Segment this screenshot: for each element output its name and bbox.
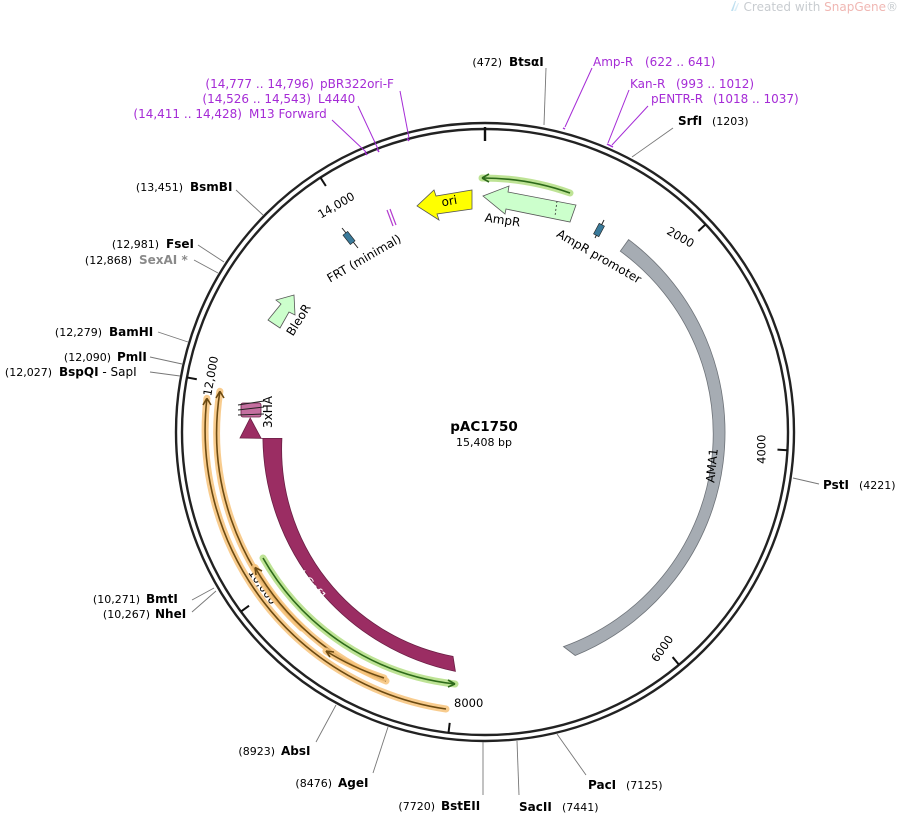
site-name-pmli[interactable]: PmlI: [117, 350, 147, 364]
tick-mark: [671, 656, 680, 666]
primer-name-amp-r[interactable]: Amp-R: [593, 55, 633, 69]
tick-mark: [240, 604, 250, 613]
feature-bleor[interactable]: [267, 294, 296, 329]
primer-range-m13-forward: (14,411 .. 14,428): [133, 107, 242, 121]
site-name-nhei[interactable]: NheI: [155, 607, 186, 621]
site-pos-sexai: (12,868): [85, 254, 132, 267]
tick-label: 8000: [454, 696, 483, 710]
feature-frt-minimal[interactable]: [341, 227, 359, 249]
primer-name-pbr322ori-f[interactable]: pBR322ori-F: [320, 77, 394, 91]
site-name-fsei[interactable]: FseI: [166, 237, 194, 251]
site-pos-psti: (4221): [859, 479, 896, 492]
site-pos-bamhi: (12,279): [55, 326, 102, 339]
feature-marker-pink: [386, 208, 397, 227]
site-pos-fsei: (12,981): [112, 238, 159, 251]
site-name-absi[interactable]: AbsI: [281, 744, 310, 758]
primer-range-pbr322ori-f: (14,777 .. 14,796): [205, 77, 314, 91]
plasmid-length: 15,408 bp: [456, 436, 512, 449]
snapgene-brand: SnapGene: [824, 0, 886, 14]
site-name-bsmbi[interactable]: BsmBI: [190, 180, 232, 194]
primer-range-kan-r: (993 .. 1012): [676, 77, 754, 91]
restriction-sites: (472) BtsαI SrfI (1203) PstI (4221) PacI…: [5, 55, 896, 814]
feature-label-ama1: AMA1: [703, 448, 721, 484]
feature-3xha[interactable]: [237, 400, 265, 418]
primer-range-l4440: (14,526 .. 14,543): [202, 92, 311, 106]
site-pos-btsai: (472): [472, 56, 502, 69]
feature-ampr[interactable]: [482, 185, 577, 223]
primer-name-l4440[interactable]: L4440: [318, 92, 355, 106]
site-name-bamhi[interactable]: BamHI: [109, 325, 153, 339]
primer-marks: [364, 127, 614, 156]
site-pos-bsmbi: (13,451): [136, 181, 183, 194]
leader-lines: [149, 67, 820, 796]
orf-arcs: [201, 173, 574, 713]
tick-label: 4000: [754, 435, 768, 464]
site-name-agei[interactable]: AgeI: [338, 776, 368, 790]
site-pos-pmli: (12,090): [64, 351, 111, 364]
tick-mark: [319, 177, 327, 187]
site-pos-nhei: (10,267): [103, 608, 150, 621]
snapgene-watermark: Created with SnapGene®: [729, 0, 898, 14]
tick-mark: [447, 722, 451, 733]
site-name-bmti[interactable]: BmtI: [146, 592, 178, 606]
primer-range-amp-r: (622 .. 641): [645, 55, 715, 69]
tick-mark: [697, 223, 707, 232]
primer-name-pentr-r[interactable]: pENTR-R: [651, 92, 703, 106]
primer-name-kan-r[interactable]: Kan-R: [630, 77, 665, 91]
site-pos-paci: (7125): [626, 779, 663, 792]
snapgene-logo-icon: [730, 1, 739, 11]
site-name-srfi[interactable]: SrfI: [678, 114, 702, 128]
tick-label: 12,000: [200, 355, 221, 397]
feature-label-ampr: AmpR: [484, 211, 521, 230]
feature-ampr-promoter[interactable]: [593, 219, 605, 239]
site-pos-sacii: (7441): [562, 801, 599, 814]
site-pos-srfi: (1203): [712, 115, 749, 128]
feature-ama1[interactable]: [562, 239, 726, 656]
feature-label-3xha: 3xHA: [261, 395, 275, 428]
site-name-psti[interactable]: PstI: [823, 478, 849, 492]
site-name-sexai[interactable]: SexAI *: [139, 253, 188, 267]
tick-label: 2000: [664, 224, 696, 251]
primer-name-m13-forward[interactable]: M13 Forward: [249, 107, 327, 121]
primer-labels: Amp-R (622 .. 641) Kan-R (993 .. 1012) p…: [133, 55, 798, 121]
feature-label-frt-minimal: FRT (minimal): [324, 232, 403, 286]
site-pos-bspqi: (12,027): [5, 366, 52, 379]
site-pos-bmti: (10,271): [93, 593, 140, 606]
tick-mark: [186, 376, 197, 381]
tick-label: 14,000: [315, 189, 357, 221]
site-pos-absi: (8923): [238, 745, 275, 758]
site-name-btsai[interactable]: BtsαI: [509, 55, 544, 69]
tick-label: 6000: [648, 633, 676, 665]
feature-label-ori: ori: [440, 193, 458, 209]
feature-ori[interactable]: [416, 189, 473, 221]
site-name-bspqi[interactable]: BspQI - SapI: [59, 365, 137, 379]
tick-mark: [777, 448, 788, 452]
feature-lbcpf1[interactable]: [239, 417, 456, 672]
site-pos-bsteii: (7720): [398, 800, 435, 813]
site-name-bsteii[interactable]: BstEII: [441, 799, 480, 813]
site-name-sacii[interactable]: SacII: [519, 800, 552, 814]
primer-range-pentr-r: (1018 .. 1037): [713, 92, 799, 106]
site-name-paci[interactable]: PacI: [588, 778, 616, 792]
features: [237, 185, 726, 672]
plasmid-name: pAC1750: [450, 419, 518, 435]
site-pos-agei: (8476): [295, 777, 332, 790]
